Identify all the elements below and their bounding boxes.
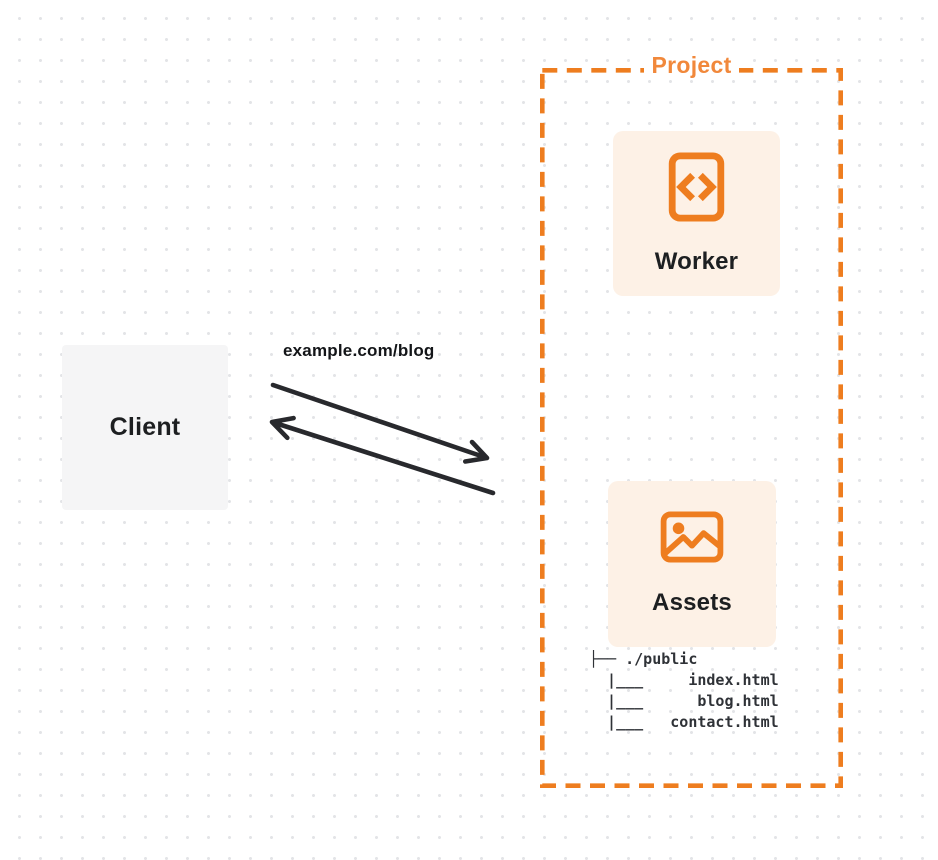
request-url-label: example.com/blog: [283, 341, 435, 360]
client-label: Client: [109, 413, 181, 441]
assets-file-tree: ├── ./public |___ index.html |___ blog.h…: [589, 650, 779, 731]
client-node: Client: [62, 345, 228, 510]
image-icon: [660, 511, 724, 563]
assets-label: Assets: [652, 589, 732, 616]
code-document-icon: [668, 151, 725, 222]
request-arrow: [270, 382, 490, 464]
response-arrow: [269, 415, 496, 496]
worker-label: Worker: [654, 247, 739, 275]
assets-node: Assets: [608, 481, 776, 647]
worker-node: Worker: [613, 131, 780, 296]
